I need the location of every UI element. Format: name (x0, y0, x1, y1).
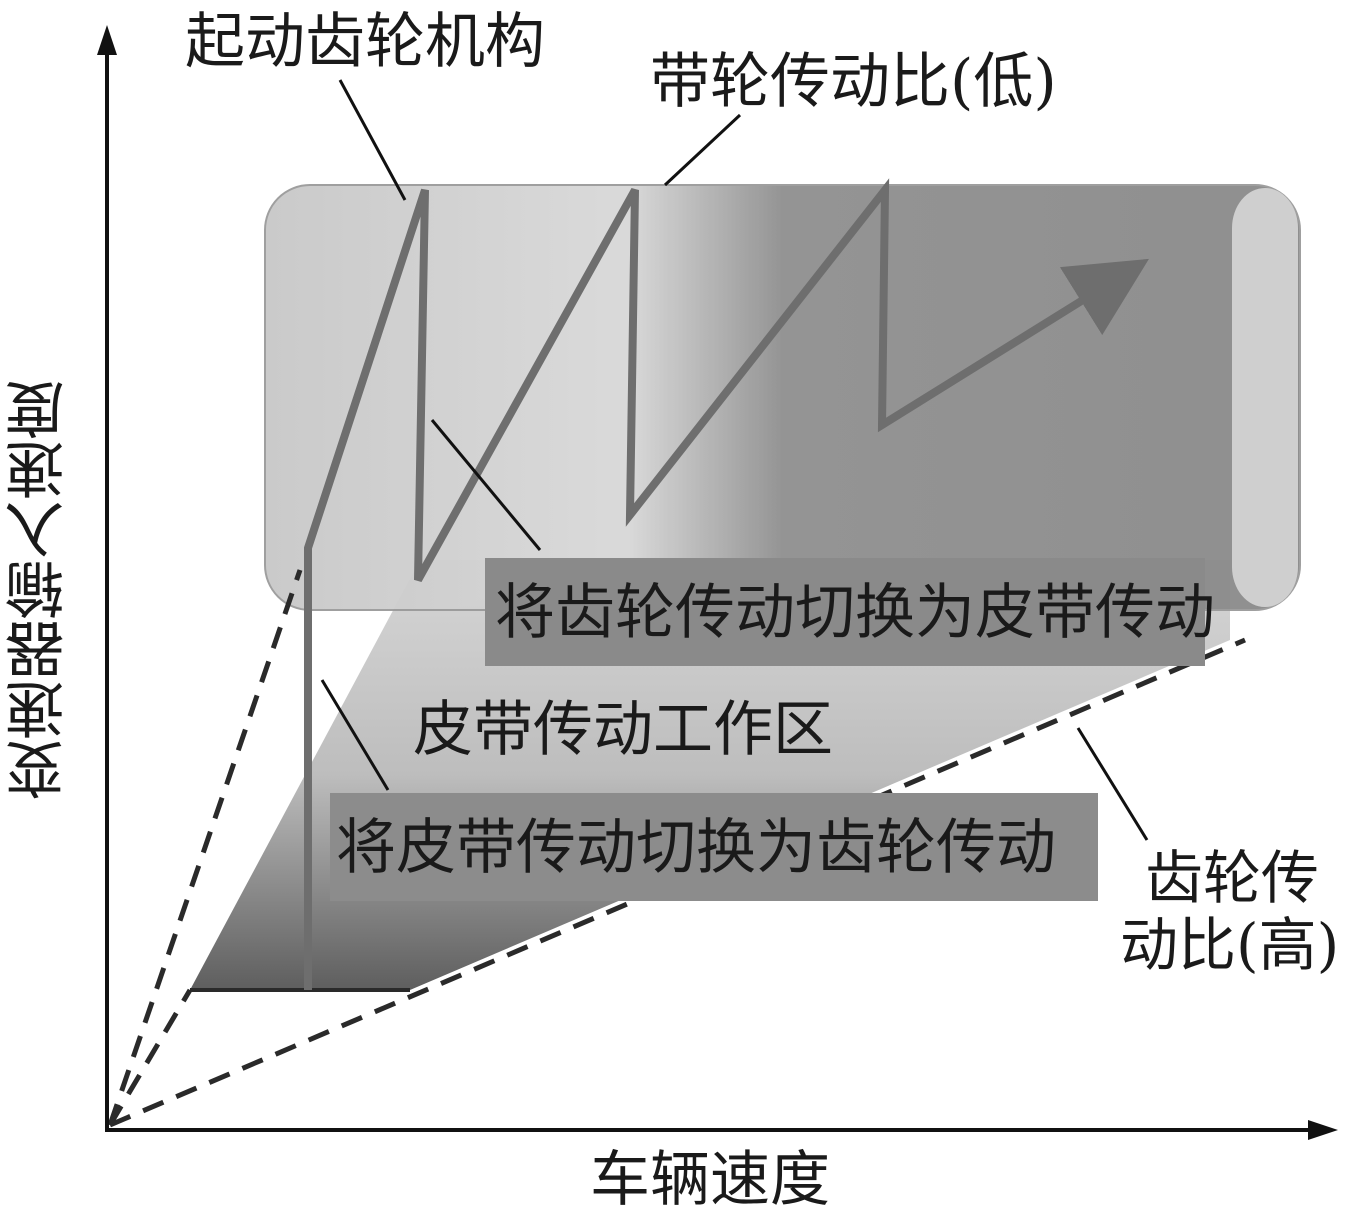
x-axis-label: 车辆速度 (590, 1145, 830, 1215)
leader-belt-ratio-low (663, 113, 742, 187)
label-gear-ratio-high: 齿轮传 动比(高) (1120, 845, 1339, 978)
label-belt-ratio-low: 带轮传动比(低) (650, 47, 1057, 117)
leader-gear-ratio-high (1076, 727, 1149, 841)
operating-path-line (304, 178, 1149, 990)
y-axis-label: 变速器输入速度 (5, 380, 75, 800)
label-gear-ratio-high-line1: 齿轮传 (1145, 844, 1320, 912)
label-gear-ratio-high-line2: 动比(高) (1120, 910, 1340, 979)
label-gear-to-belt: 将齿轮传动切换为皮带传动 (495, 578, 1215, 648)
belt-to-gear-box (330, 793, 1098, 901)
label-start-gear: 起动齿轮机构 (185, 7, 545, 77)
gear-to-belt-box (485, 558, 1205, 666)
x-axis-arrow-icon (1308, 1120, 1338, 1140)
dashed-line-low-ratio (107, 569, 303, 1126)
leader-start-gear (338, 79, 407, 201)
leader-gear-to-belt (430, 419, 542, 551)
label-belt-zone: 皮带传动工作区 (413, 695, 833, 765)
y-axis-arrow-icon (97, 25, 117, 55)
label-belt-to-gear: 将皮带传动切换为齿轮传动 (336, 813, 1056, 883)
low-ratio-region-right-band (1232, 188, 1298, 607)
leader-belt-to-gear (320, 679, 390, 791)
dashed-line-mid-ratio (107, 988, 193, 1127)
